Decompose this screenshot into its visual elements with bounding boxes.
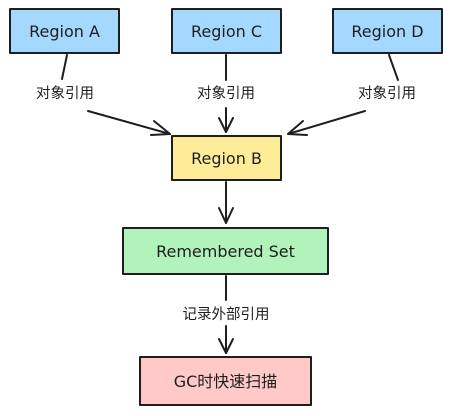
- edge-a-to-b: 对象引用: [36, 54, 171, 136]
- edge-a-to-b-arrowhead: [150, 120, 171, 136]
- node-gc-scan[interactable]: GC时快速扫描: [139, 356, 312, 406]
- node-region-b-label: Region B: [191, 149, 262, 168]
- node-region-b[interactable]: Region B: [171, 135, 282, 181]
- node-region-c-label: Region C: [191, 22, 262, 41]
- node-gc-scan-label: GC时快速扫描: [174, 372, 278, 391]
- node-region-c[interactable]: Region C: [171, 8, 282, 54]
- node-remembered-set-box: [122, 227, 329, 275]
- node-gc-scan-box: [139, 356, 312, 406]
- edge-c-to-b-arrowhead: [218, 117, 234, 133]
- node-region-a[interactable]: Region A: [9, 8, 120, 54]
- node-region-a-label: Region A: [29, 22, 100, 41]
- node-region-d-box: [332, 8, 443, 54]
- node-region-d-label: Region D: [351, 22, 423, 41]
- edge-a-to-b-line-bottom: [87, 110, 171, 135]
- node-region-a-box: [9, 8, 120, 54]
- edge-b-to-remembered-set: [218, 181, 234, 224]
- node-remembered-set[interactable]: Remembered Set: [122, 227, 329, 275]
- edge-remembered-set-to-gc: 记录外部引用: [183, 275, 270, 354]
- edge-d-to-b-arrowhead: [287, 120, 308, 136]
- edge-remembered-set-to-gc-label: 记录外部引用: [183, 306, 270, 323]
- edge-b-to-remembered-set-arrowhead: [218, 207, 234, 224]
- node-region-b-box: [171, 135, 282, 181]
- edge-d-to-b-line-top: [388, 54, 399, 81]
- node-remembered-set-label: Remembered Set: [156, 242, 295, 261]
- edge-a-to-b-label: 对象引用: [36, 85, 94, 102]
- edge-d-to-b: 对象引用: [287, 54, 416, 136]
- edge-c-to-b-label: 对象引用: [197, 85, 255, 102]
- node-region-c-box: [171, 8, 282, 54]
- edge-d-to-b-line-bottom: [287, 110, 366, 135]
- edge-d-to-b-label: 对象引用: [358, 85, 416, 102]
- edge-c-to-b: 对象引用: [197, 54, 255, 133]
- edge-a-to-b-line-top: [61, 54, 68, 80]
- node-region-d[interactable]: Region D: [332, 8, 443, 54]
- edge-remembered-set-to-gc-arrowhead: [218, 338, 234, 354]
